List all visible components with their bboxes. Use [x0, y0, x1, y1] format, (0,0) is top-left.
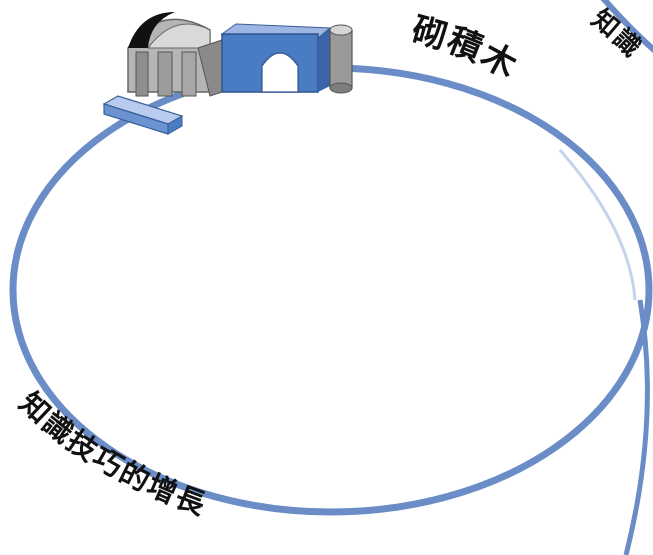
cylinder-block-icon	[329, 24, 353, 94]
outer-orbit-top-arc	[600, 0, 653, 53]
flat-plank-block-icon	[102, 95, 184, 135]
dome-block-icon	[127, 12, 223, 97]
arch-block-icon	[220, 23, 332, 93]
bottom-left-label: 知識技巧的增長	[13, 386, 212, 523]
ellipse-shadow-arc	[558, 149, 637, 301]
building-blocks-group	[102, 12, 353, 135]
